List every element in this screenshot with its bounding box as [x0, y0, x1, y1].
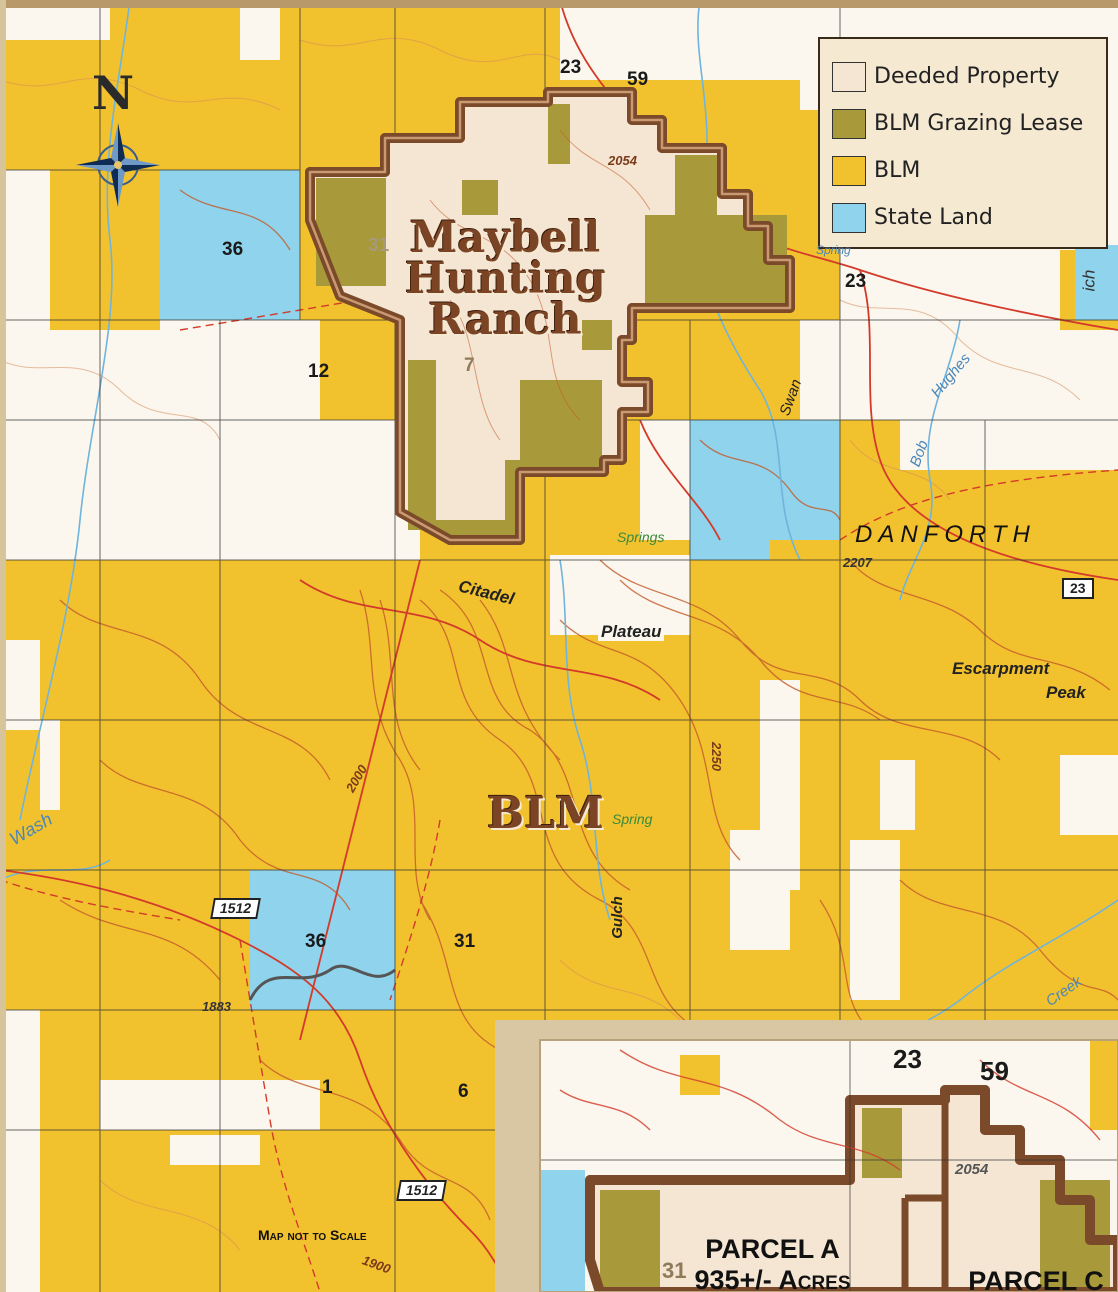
blm-center-label: BLM [487, 788, 604, 839]
road-shield-icon: 1512 [396, 1180, 448, 1202]
ranch-title-line: Ranch [428, 294, 582, 345]
north-label: N [92, 66, 135, 120]
section-number: 31 [454, 931, 476, 952]
road-shield-icon: 1512 [210, 898, 262, 920]
section-number: 36 [305, 931, 327, 952]
contour-lines [59, 189, 1118, 1221]
parcel-c-title: PARCEL C [968, 1266, 1104, 1292]
inset-map [495, 1020, 1118, 1292]
section-number: 59 [980, 1056, 1009, 1086]
legend-item-deeded: Deeded Property [832, 53, 1098, 100]
ranch-title: Maybell Hunting Ranch [405, 213, 606, 345]
section-number: 23 [560, 57, 582, 78]
map-legend: Deeded Property BLM Grazing Lease BLM St… [818, 37, 1108, 249]
place-label: Peak [1046, 683, 1086, 702]
legend-item-state: State Land [832, 194, 1098, 241]
compass-rose-icon [76, 123, 160, 207]
legend-label: BLM [874, 158, 921, 183]
legend-swatch [832, 108, 866, 139]
elevation-label: 2054 [608, 153, 637, 168]
left-frame [0, 0, 6, 1292]
water-label: Spring [816, 243, 851, 257]
legend-label: BLM Grazing Lease [874, 111, 1084, 136]
section-number: 31 [662, 1258, 687, 1283]
place-label: Springs [617, 529, 665, 545]
place-label: Escarpment [952, 659, 1050, 678]
section-number: 59 [627, 69, 649, 90]
elevation-label: 2207 [843, 555, 872, 570]
section-number: 12 [308, 361, 330, 382]
legend-item-blm: BLM [832, 147, 1098, 194]
section-number: 1 [322, 1077, 333, 1098]
parcel-a-title: PARCEL A [705, 1234, 840, 1264]
ranch-title-line: Hunting [405, 253, 606, 304]
elevation-label: 2054 [955, 1161, 989, 1178]
parcel-a-label: PARCEL A 935+/- Acres [680, 1234, 865, 1292]
legend-label: State Land [874, 205, 993, 230]
elevation-label: 2250 [708, 742, 724, 771]
road-shield-icon: 23 [1062, 578, 1094, 600]
legend-swatch [832, 202, 866, 233]
section-number: 31 [368, 235, 390, 256]
trail-lines [0, 299, 1118, 1292]
place-label: Spring [612, 811, 653, 827]
section-number: 7 [464, 355, 475, 376]
section-number: 23 [893, 1044, 922, 1074]
section-number: 23 [845, 271, 867, 292]
legend-swatch [832, 61, 866, 92]
section-number: 6 [458, 1081, 469, 1102]
scale-note: Map not to Scale [258, 1227, 367, 1243]
ranch-property [305, 87, 795, 545]
elevation-label: 1883 [202, 999, 231, 1014]
section-number: 36 [222, 239, 244, 260]
creek-edge [248, 964, 396, 1001]
place-label: Plateau [598, 622, 665, 641]
legend-label: Deeded Property [874, 64, 1060, 89]
water-label: ich [1079, 269, 1099, 292]
legend-item-blm-grazing: BLM Grazing Lease [832, 100, 1098, 147]
parcel-c-label: PARCEL C [956, 1266, 1116, 1292]
place-label: DANFORTH [855, 521, 1036, 548]
legend-swatch [832, 155, 866, 186]
ranch-title-line: Maybell [409, 213, 601, 263]
place-label: Gulch [608, 896, 626, 939]
parcel-a-acres: 935+/- Acres [694, 1265, 851, 1292]
minor-contour-lines [0, 37, 1081, 1251]
top-frame [0, 0, 1118, 8]
state-land-areas [160, 170, 1118, 1010]
